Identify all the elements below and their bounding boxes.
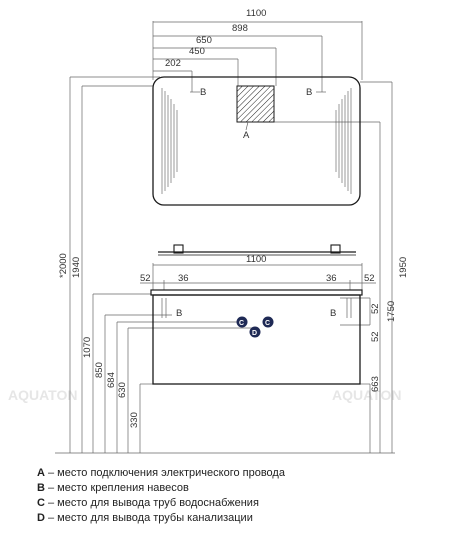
dim-36-right: 36 [326,273,337,284]
dim-1100-mirror: 1100 [246,8,266,19]
dim-52-vertical-bottom: 52 [370,331,381,342]
dim-630: 630 [117,382,128,398]
dim-1070: 1070 [82,337,93,358]
legend-item-b: B – место крепления навесов [37,482,189,494]
watermark-right: AQUATON [332,387,401,403]
dim-684: 684 [106,372,117,388]
dim-52-left: 52 [140,273,151,284]
label-b-mirror-right: B [306,87,312,98]
mirror-light-right [335,88,352,194]
label-b-cabinet-right: B [330,308,336,319]
electrical-box [236,85,275,123]
dim-663: 663 [370,376,381,392]
water-outlet-c-right [262,316,274,328]
dim-450: 450 [189,46,205,57]
dim-2000: *2000 [58,253,69,278]
dim-1950: 1950 [398,257,409,278]
glass-shelf [158,244,356,256]
dim-52-right: 52 [364,273,375,284]
label-a: A [243,130,250,141]
left-height-dimensions: *2000 1940 1070 850 684 630 330 [55,76,395,454]
watermark-left: AQUATON [8,387,77,403]
dim-898: 898 [232,23,248,34]
water-outlet-c-left [236,316,248,328]
legend-item-c: C – место для вывода труб водоснабжения [37,497,259,509]
label-d: D [252,330,257,337]
dim-850: 850 [94,362,105,378]
drain-outlet-d [249,326,261,338]
dim-1750: 1750 [386,301,397,322]
dim-1100-cabinet: 1100 [246,254,266,265]
pipe-markers: C C D [236,316,274,338]
technical-drawing: AQUATON AQUATON 1100 898 650 450 202 [8,8,409,454]
label-b-mirror-left: B [200,87,206,98]
label-c-left: C [239,320,244,327]
cabinet-width-dimensions: 1100 52 36 36 52 [140,254,376,294]
mirror: A B B [152,76,361,206]
legend-item-a: A – место подключения электрического про… [37,467,285,479]
dim-202: 202 [165,58,181,69]
vanity-cabinet: B B [150,289,363,385]
label-c-right: C [265,320,270,327]
mirror-width-dimensions: 1100 898 650 450 202 [152,8,363,92]
legend-item-d: D – место для вывода трубы канализации [37,512,253,524]
dim-650: 650 [196,35,212,46]
dim-52-vertical-top: 52 [370,303,381,314]
dim-1940: 1940 [71,257,82,278]
mirror-light-left [161,88,178,194]
dim-330: 330 [129,412,140,428]
label-b-cabinet-left: B [176,308,182,319]
legend: A – место подключения электрического про… [37,466,447,526]
dim-36-left: 36 [178,273,189,284]
